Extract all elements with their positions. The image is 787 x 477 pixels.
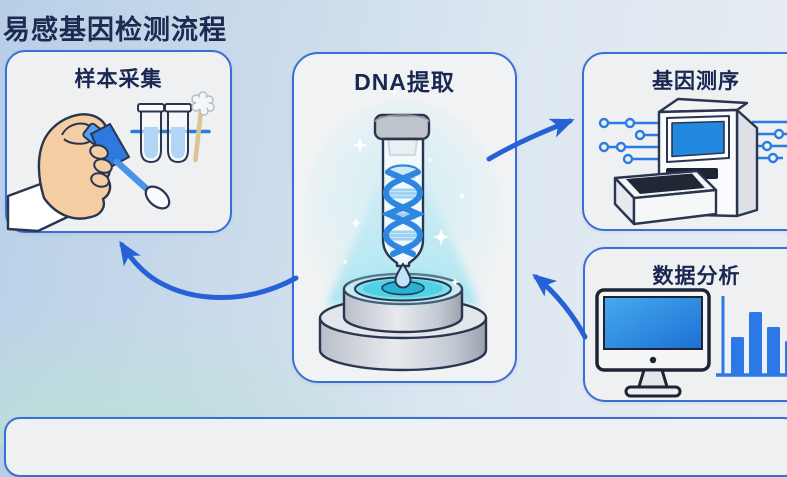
panel-dna-extraction-title: DNA提取: [354, 69, 455, 95]
panel-data-analysis-title: 数据分析: [652, 265, 741, 288]
panel-gene-sequencing: 基因测序: [582, 52, 787, 231]
flow-arrow-to-extraction-icon: [532, 273, 588, 340]
panel-sample-collection: 样本采集: [5, 50, 232, 233]
panel-data-analysis: 数据分析: [583, 247, 787, 402]
panel-sample-collection-title: 样本采集: [74, 68, 163, 91]
panel-bottom-strip: [4, 417, 787, 477]
panel-gene-sequencing-title: 基因测序: [652, 70, 740, 93]
panel-dna-extraction: DNA提取: [292, 52, 517, 383]
page-title: 易感基因检测流程: [3, 15, 227, 45]
flow-arrow-to-sample-icon: [119, 240, 299, 300]
